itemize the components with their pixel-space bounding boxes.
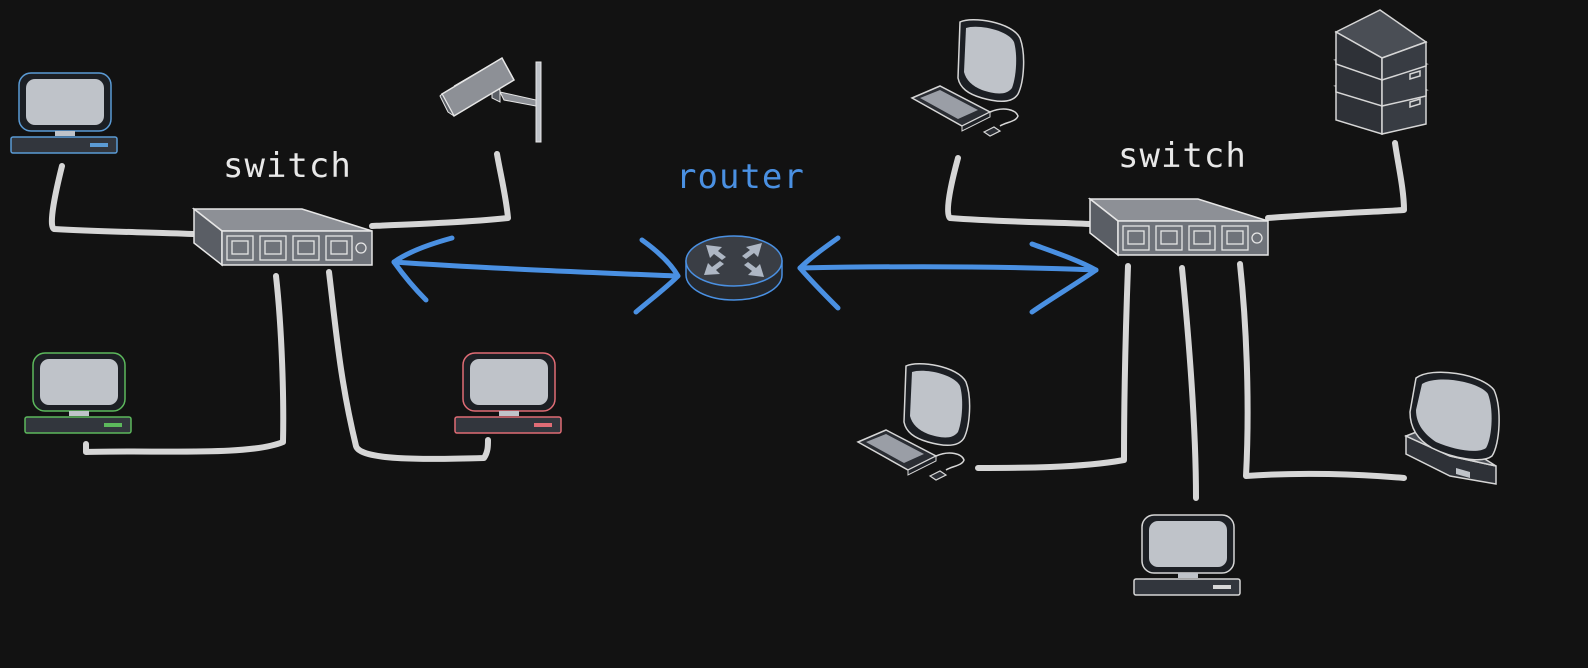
pc-blue-icon	[10, 72, 118, 154]
link-left-arrow	[391, 235, 681, 315]
link-right-arrow	[797, 235, 1099, 315]
server-stack-icon	[1333, 9, 1429, 136]
pc-red-icon	[454, 352, 562, 434]
wires-left	[48, 151, 511, 462]
right-switch-label: switch	[1118, 136, 1247, 176]
crt-computer-top-icon	[911, 18, 1025, 137]
wires-right	[944, 140, 1407, 501]
right-switch-icon	[1089, 198, 1269, 256]
left-switch-label: switch	[223, 146, 352, 186]
router-icon	[685, 235, 783, 301]
crt-computer-bottom-icon	[857, 362, 971, 481]
left-switch-icon	[193, 208, 373, 266]
pc-gray-icon	[1133, 514, 1241, 596]
router-label: router	[676, 157, 805, 197]
security-camera-icon	[439, 56, 542, 143]
pc-green-icon	[24, 352, 132, 434]
crt-monitor-icon	[1404, 371, 1500, 485]
